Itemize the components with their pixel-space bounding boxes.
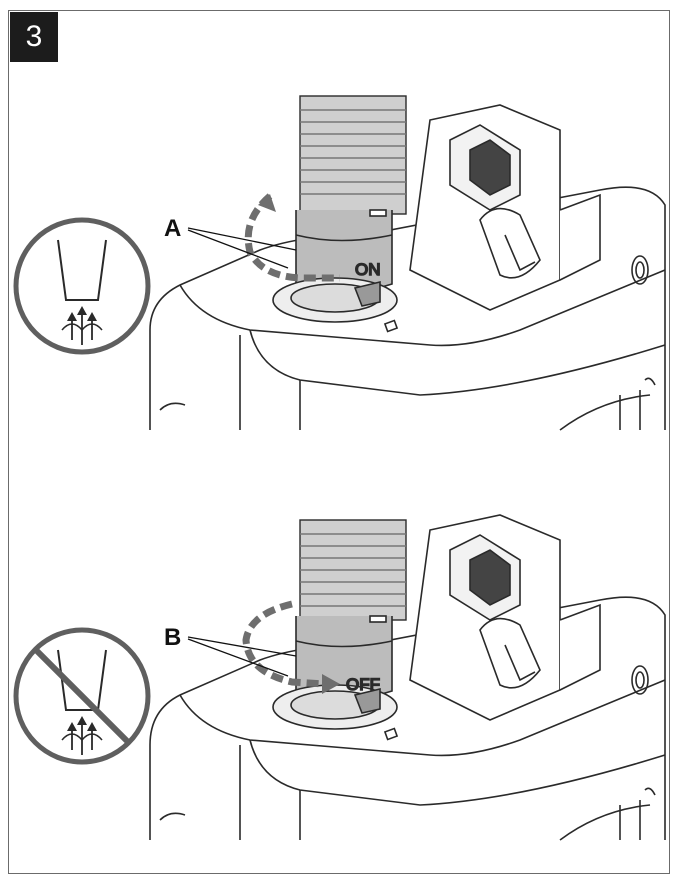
dial-label-on: ON (355, 260, 381, 279)
rotation-arrow-bottom (242, 600, 326, 688)
rotation-arrowhead-bottom (322, 674, 340, 694)
power-switch-housing-top (409, 104, 601, 311)
appliance-body-top (149, 186, 666, 431)
no-suction-nozzle-icon (13, 627, 151, 765)
svg-text:A: A (164, 215, 181, 242)
dial-ring-top: ON (272, 209, 399, 333)
step-number-badge: 3 (10, 12, 58, 62)
callout-b: B (164, 624, 297, 677)
suction-nozzle-icon (13, 217, 151, 355)
panel-on-illustration: ON A (13, 95, 666, 431)
callout-a: A (164, 215, 297, 269)
dial-label-off: OFF (346, 675, 380, 694)
hose-top (299, 95, 407, 215)
rotation-arrowhead-top (258, 194, 276, 212)
svg-text:B: B (164, 624, 181, 651)
power-switch-housing-bottom (409, 514, 601, 721)
dial-ring-bottom: OFF (272, 615, 399, 741)
hose-bottom (299, 519, 407, 621)
rotation-arrow-top (244, 193, 340, 282)
panel-off-illustration: OFF B (13, 514, 666, 841)
